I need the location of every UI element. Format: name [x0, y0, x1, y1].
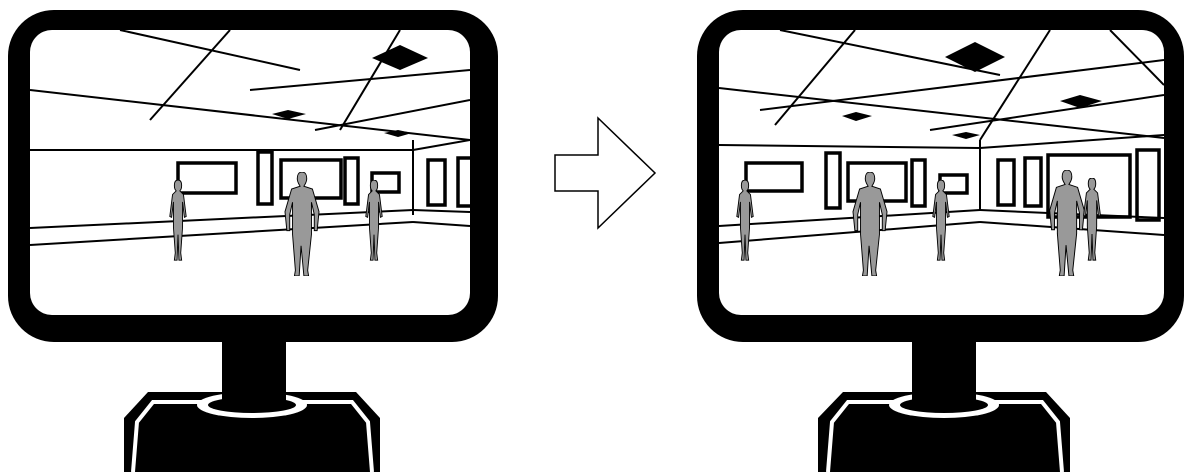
monitor-screen-left	[30, 30, 470, 315]
right-arrow-icon	[555, 118, 655, 228]
monitor-right	[697, 10, 1184, 472]
monitor-left	[8, 10, 498, 472]
monitor-screen-right	[719, 30, 1164, 315]
